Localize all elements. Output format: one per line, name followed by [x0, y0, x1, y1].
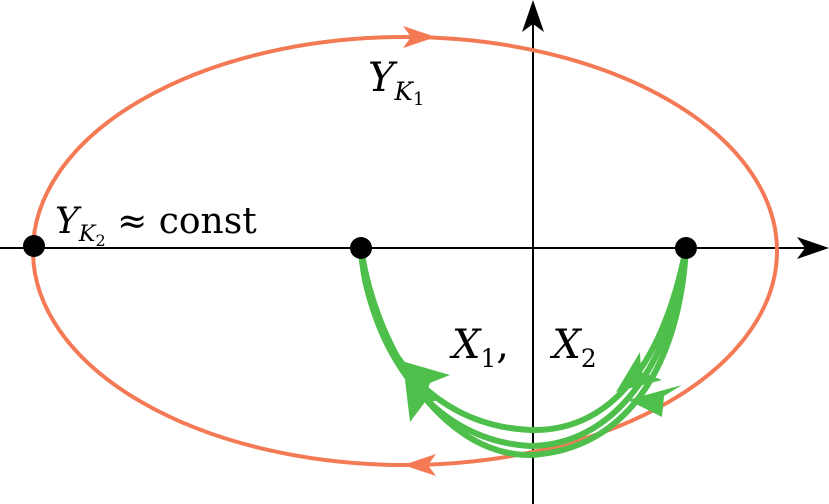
point-middle [350, 237, 372, 259]
inner-orbit-2 [358, 245, 689, 450]
inner-orbit-3 [358, 245, 689, 459]
inner-orbits [358, 245, 689, 459]
left-point-label: YK2 ≈ const [55, 201, 257, 250]
point-left [23, 235, 45, 257]
inner-arrow-left-1 [398, 360, 450, 405]
point-right [675, 237, 697, 259]
inner-arrow-left-2 [405, 380, 445, 422]
outer-orbit-label: YK1 [368, 55, 425, 111]
inner-arrow-right-2 [628, 385, 682, 417]
inner-arrow-right-1 [616, 352, 662, 392]
x-axis-arrowhead [797, 237, 829, 259]
inner-orbits-label: X1, X2 [452, 322, 597, 374]
inner-orbit-arrowheads [398, 352, 682, 422]
outer-orbit-arrow-top [403, 26, 436, 48]
y-axis-arrowhead [522, 0, 544, 32]
outer-orbit-arrow-bottom [403, 454, 436, 476]
